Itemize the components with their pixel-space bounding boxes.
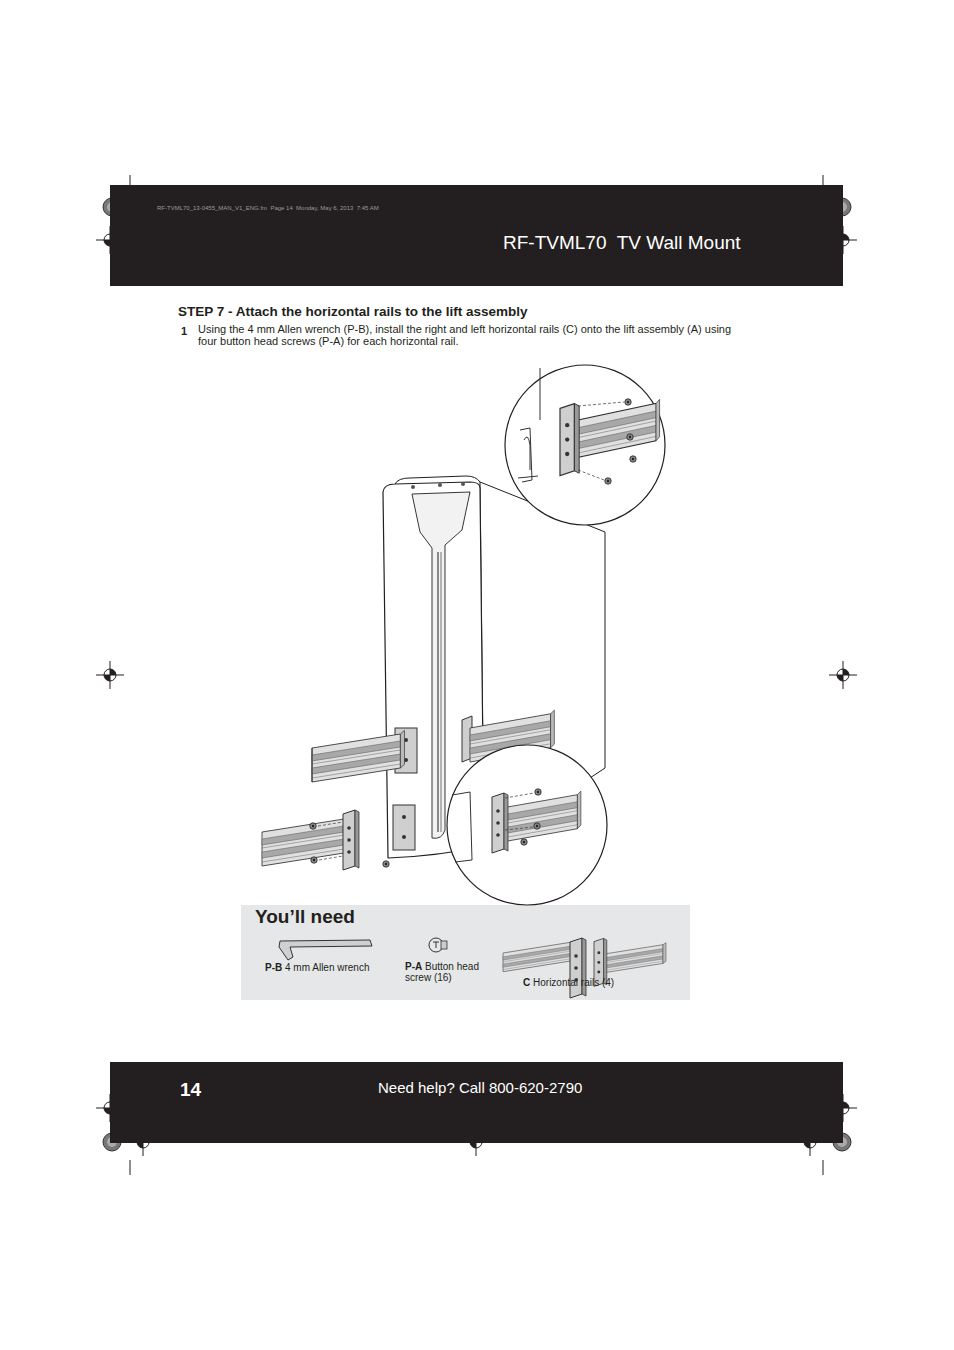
part-code: P-A <box>405 961 422 972</box>
print-slug: RF-TVML70_13-0455_MAN_V1_ENG.fm Page 14 … <box>157 205 379 211</box>
needs-panel: You’ll need <box>241 905 690 1000</box>
step-heading: STEP 7 - Attach the horizontal rails to … <box>178 304 528 319</box>
help-line: Need help? Call 800-620-2790 <box>378 1079 582 1096</box>
instruction-text: Using the 4 mm Allen wrench (P-B), insta… <box>198 324 743 347</box>
part-name: Horizontal rails (4) <box>533 977 614 988</box>
part-label: P-B 4 mm Allen wrench <box>265 962 370 973</box>
header-title: RF-TVML70 TV Wall Mount <box>503 232 741 254</box>
part-label: P-A Button head screw (16) <box>405 961 493 983</box>
part-code: P-B <box>265 962 282 973</box>
part-code: C <box>523 977 530 988</box>
page-number: 14 <box>180 1079 201 1101</box>
step-number: 1 <box>181 325 187 337</box>
page-band: 14 Need help? Call 800-620-2790 <box>110 1062 843 1143</box>
page-band: RF-TVML70 TV Wall Mount <box>110 185 843 286</box>
part-label: C Horizontal rails (4) <box>523 977 614 988</box>
part-name: 4 mm Allen wrench <box>285 962 369 973</box>
panel-heading: You’ll need <box>255 906 355 928</box>
